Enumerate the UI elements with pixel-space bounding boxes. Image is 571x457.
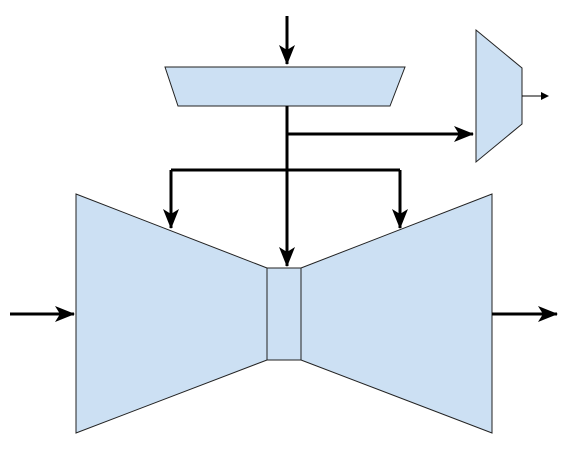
- decoder-block: [300, 193, 493, 434]
- side-trapezoid-block: [475, 28, 523, 164]
- bottleneck-block: [266, 267, 302, 361]
- top-trapezoid-block: [164, 66, 406, 107]
- encoder-block: [75, 193, 268, 434]
